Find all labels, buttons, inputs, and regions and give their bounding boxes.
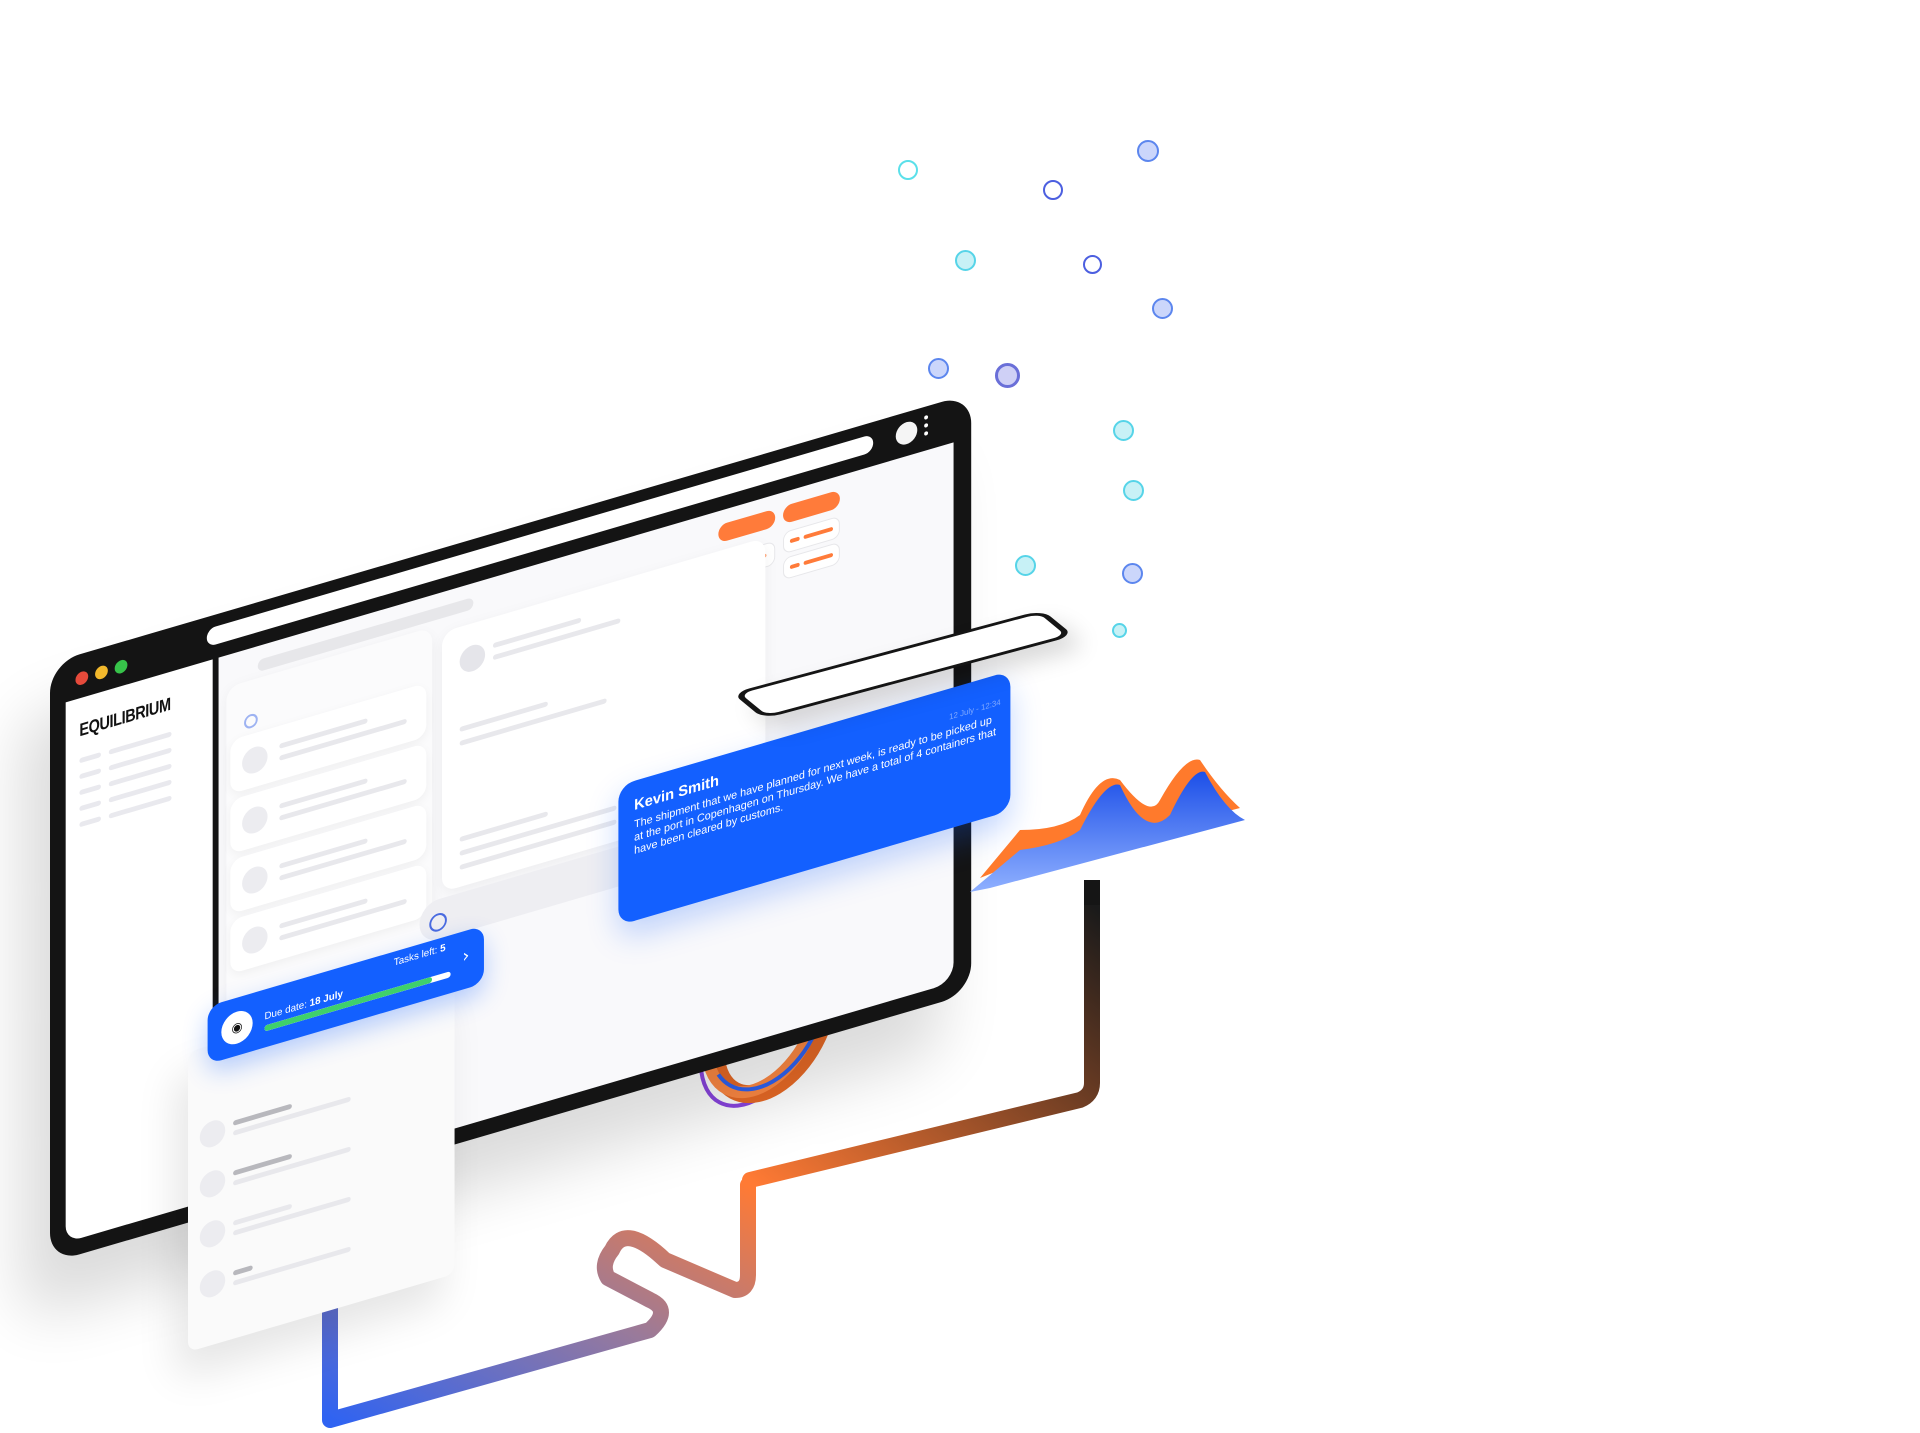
sidebar-item[interactable] [79,816,101,828]
coin-icon [995,363,1020,388]
more-menu-icon[interactable] [924,414,929,440]
window-minimize-dot[interactable] [95,664,108,681]
coin-icon [928,358,949,379]
window-maximize-dot[interactable] [114,658,128,676]
coin-icon [1083,255,1102,274]
list-item-avatar [199,1217,226,1251]
coin-icon [1122,563,1143,584]
coin-icon [1137,140,1159,162]
window-close-dot[interactable] [75,669,89,687]
chevron-right-icon[interactable]: › [462,944,470,968]
coin-icon [898,160,918,180]
coin-icon [1152,298,1173,319]
coin-icon [1043,180,1063,200]
action-button[interactable] [718,508,776,544]
list-item-line [233,1265,253,1276]
profile-avatar[interactable] [895,419,918,448]
coin-icon [955,250,976,271]
list-item-avatar [199,1167,226,1201]
coin-icon [1123,480,1144,501]
sidebar-item[interactable] [79,784,101,796]
sidebar-item[interactable] [79,768,101,780]
coin-icon [1015,555,1036,576]
list-item-avatar [199,1267,226,1301]
sidebar-item[interactable] [79,800,101,812]
coin-icon [1112,623,1127,638]
list-item-avatar [199,1117,226,1151]
sidebar-item[interactable] [79,752,101,764]
task-avatar: ◉ [221,1007,253,1049]
coin-icon [1113,420,1134,441]
app-logo: EQUILIBRIUM [79,693,171,741]
